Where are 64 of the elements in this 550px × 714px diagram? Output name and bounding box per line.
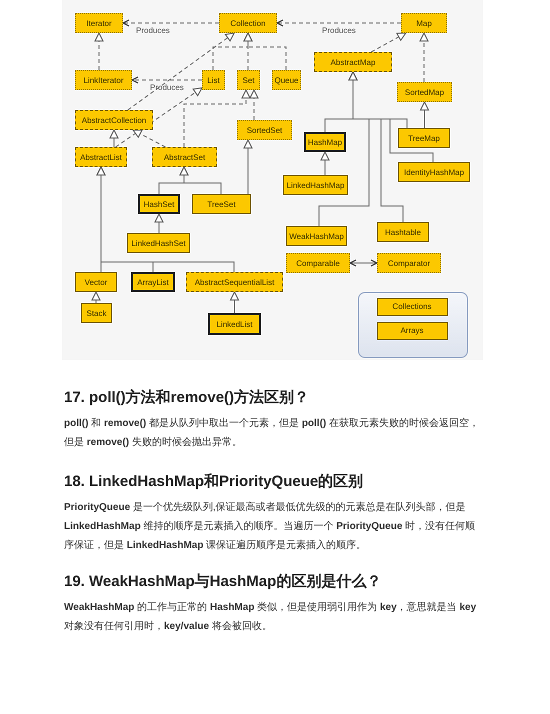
paragraph: poll() 和 remove() 都是从队列中取出一个元素，但是 poll() 在获取元素失败的时候会返回空，但是 remove() 失败的时候会抛出异常。 bbox=[64, 416, 480, 450]
inheritance-arrow bbox=[348, 72, 404, 222]
inheritance-arrow bbox=[94, 32, 104, 70]
class-box: Hashtable bbox=[377, 222, 429, 242]
class-box: Map bbox=[401, 13, 447, 33]
inheritance-arrow bbox=[154, 214, 164, 234]
class-box: TreeSet bbox=[192, 194, 251, 214]
edge-label: Produces bbox=[150, 83, 184, 92]
inheritance-arrow bbox=[230, 292, 239, 314]
edge-label: Produces bbox=[322, 26, 356, 35]
inheritance-arrow bbox=[127, 32, 235, 110]
class-box: Comparable bbox=[286, 253, 350, 273]
inheritance-arrow bbox=[250, 90, 258, 120]
inheritance-arrow bbox=[180, 166, 222, 194]
class-box: HashMap bbox=[304, 132, 346, 152]
class-box: LinkedHashMap bbox=[283, 175, 348, 195]
section-heading: 17. poll()方法和remove()方法区别？ bbox=[64, 388, 310, 407]
dependency-arrow bbox=[131, 76, 202, 84]
inheritance-arrow bbox=[110, 130, 118, 148]
class-box: LinkedList bbox=[208, 313, 261, 335]
class-box: TreeMap bbox=[398, 128, 450, 148]
section-heading: 18. LinkedHashMap和PriorityQueue的区别 bbox=[64, 472, 364, 491]
class-box: Queue bbox=[272, 70, 301, 90]
inheritance-arrow bbox=[132, 130, 166, 148]
inheritance-arrow bbox=[420, 32, 428, 82]
paragraph: PriorityQueue 是一个优先级队列,保证最高或者最低优先级的的元素总是在队列头部，但是 LinkedHashMap 维持的顺序是元素插入的顺序。当遍历一个 PriorityQueue 时，没有任何顺序保证，但是 LinkedHashMap 课保证遍历顺序是元素插入的顺序。 bbox=[64, 500, 476, 553]
inheritance-arrow bbox=[370, 32, 406, 52]
class-box: IdentityHashMap bbox=[398, 162, 470, 182]
inheritance-arrow bbox=[115, 87, 202, 148]
class-box: List bbox=[202, 70, 225, 90]
group-panel bbox=[358, 292, 468, 358]
class-box: SortedMap bbox=[397, 82, 452, 102]
class-box: Stack bbox=[81, 303, 112, 323]
class-box: Collection bbox=[219, 13, 277, 33]
inheritance-arrow bbox=[92, 292, 100, 304]
class-box: AbstractMap bbox=[314, 52, 392, 72]
class-box: LinkedHashSet bbox=[127, 233, 190, 253]
section-heading: 19. WeakHashMap与HashMap的区别是什么？ bbox=[64, 572, 382, 591]
edge-label: Produces bbox=[136, 26, 170, 35]
class-box: AbstractSequentialList bbox=[186, 272, 283, 292]
dependency-arrow bbox=[276, 19, 402, 27]
inheritance-arrow bbox=[244, 32, 286, 70]
class-box: Arrays bbox=[376, 322, 448, 340]
inheritance-arrow bbox=[244, 140, 252, 194]
class-box: AbstractCollection bbox=[75, 110, 153, 130]
inheritance-arrow bbox=[420, 102, 429, 128]
dependency-arrow bbox=[122, 19, 220, 27]
class-box: Comparator bbox=[377, 253, 441, 273]
inheritance-arrow bbox=[96, 166, 234, 272]
class-box: LinkIterator bbox=[75, 70, 132, 90]
class-box: AbstractList bbox=[75, 147, 127, 167]
double-arrow bbox=[349, 259, 378, 267]
inheritance-arrow bbox=[320, 152, 330, 176]
class-box: ArrayList bbox=[131, 272, 175, 292]
inheritance-arrow bbox=[184, 90, 250, 148]
class-box: Set bbox=[237, 70, 260, 90]
paragraph: WeakHashMap 的工作与正常的 HashMap 类似，但是使用弱引用作为 key，意思就是当 key 对象没有任何引用时，key/value 将会被回收。 bbox=[64, 600, 478, 634]
class-box: AbstractSet bbox=[152, 147, 217, 167]
class-box: SortedSet bbox=[237, 120, 292, 140]
class-box: HashSet bbox=[138, 194, 180, 214]
class-box: Iterator bbox=[75, 13, 123, 33]
class-box: Collections bbox=[376, 298, 448, 316]
class-box: WeakHashMap bbox=[286, 226, 347, 246]
class-box: Vector bbox=[75, 272, 117, 292]
